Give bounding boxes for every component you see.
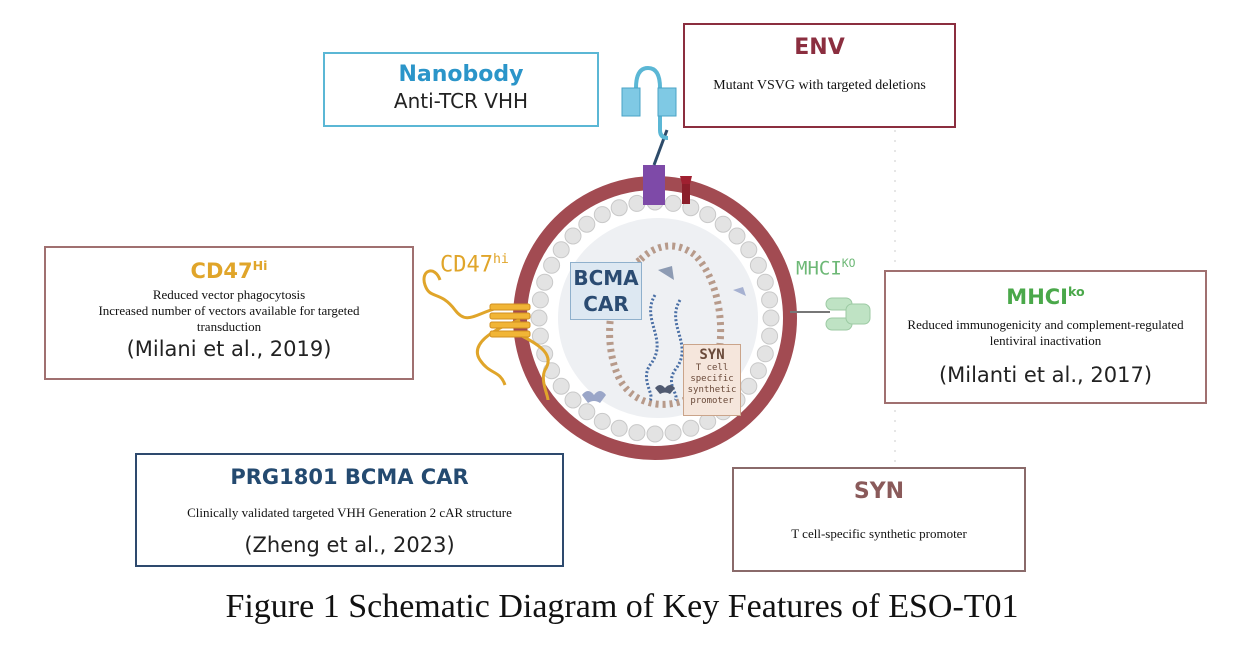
protein-icon: [582, 391, 606, 403]
lipid-bead: [628, 424, 646, 442]
syn-diagram-label: SYN T cell specific synthetic promoter: [683, 344, 741, 416]
syn-diagram-title: SYN: [699, 347, 725, 363]
lipid-bead: [564, 391, 582, 409]
syn-sub3: synthetic: [687, 385, 737, 395]
env-head: [680, 176, 692, 184]
lipid-bead: [593, 412, 611, 430]
bcma-line2: CAR: [583, 292, 629, 316]
lipid-bead: [749, 362, 767, 380]
lipid-bead: [646, 425, 664, 443]
lipid-bead: [628, 194, 646, 212]
syn-box: SYN T cell-specific synthetic promoter: [732, 467, 1026, 572]
cd47-line3: transduction: [196, 319, 262, 334]
syn-sub4: promoter: [690, 396, 734, 406]
cd47-diagram-text: CD47: [440, 252, 493, 278]
lipid-bead: [762, 309, 780, 327]
lipid-bead: [756, 273, 774, 291]
syn-sub2: specific: [690, 374, 734, 384]
lipid-bead: [578, 403, 596, 421]
prg-title: PRG1801 BCMA CAR: [230, 465, 469, 489]
prg-description: Clinically validated targeted VHH Genera…: [187, 505, 512, 520]
protein-icon: [733, 287, 746, 296]
cd47-transmembrane: [489, 303, 531, 338]
figure-caption: Figure 1 Schematic Diagram of Key Featur…: [225, 588, 1019, 625]
mhci-box: MHCIko Reduced immunogenicity and comple…: [884, 270, 1207, 404]
cd47-chain: [519, 333, 550, 401]
mhci-citation: (Milanti et al., 2017): [938, 363, 1153, 387]
helix-right: [669, 299, 684, 402]
cd47-line2: Increased number of vectors available fo…: [98, 303, 360, 318]
env-box: ENV Mutant VSVG with targeted deletions: [683, 23, 956, 128]
lipid-bead: [552, 241, 570, 259]
lipid-bead: [536, 273, 554, 291]
cd47-chain: [476, 318, 521, 386]
lipid-bead: [761, 291, 779, 309]
protein-icon: [658, 266, 674, 280]
syn-sub1: T cell: [695, 363, 729, 373]
lipid-bead: [740, 241, 758, 259]
env-description: Mutant VSVG with targeted deletions: [713, 78, 926, 93]
nanobody-loop: [634, 65, 669, 140]
cd47-title: CD47: [190, 259, 253, 283]
lipid-bead: [728, 227, 746, 245]
mhci-line2: lentiviral inactivation: [989, 333, 1102, 348]
lipid-bead: [610, 199, 628, 217]
syn-title: SYN: [853, 479, 905, 504]
nanobody-box: Nanobody Anti-TCR VHH: [323, 52, 599, 127]
syn-description: T cell-specific synthetic promoter: [791, 526, 967, 541]
cd47-citation: (Milani et al., 2019): [126, 337, 332, 361]
prg-box: PRG1801 BCMA CAR Clinically validated ta…: [135, 453, 564, 567]
lipid-bead: [531, 291, 549, 309]
nanobody-block-left: [621, 87, 641, 117]
lipid-bead: [749, 256, 767, 274]
cd47-chain: [422, 269, 521, 320]
lipid-bead: [552, 377, 570, 395]
env-stalk: [643, 165, 665, 205]
cd47-box: CD47Hi Reduced vector phagocytosis Incre…: [44, 246, 414, 380]
mhci-line1: Reduced immunogenicity and complement-re…: [907, 317, 1184, 332]
lipid-bead: [714, 215, 732, 233]
bcma-line1: BCMA: [573, 266, 639, 290]
env-glycoprotein: [682, 178, 690, 204]
lipid-bead: [564, 227, 582, 245]
mhci-title-wrap: MHCIko: [886, 284, 1205, 309]
nanobody-subtitle: Anti-TCR VHH: [393, 89, 529, 113]
lipid-bead: [610, 419, 628, 437]
protein-icon: [655, 385, 675, 394]
lipid-bead: [761, 327, 779, 345]
mhci-diagram-text: MHCI: [796, 257, 842, 280]
env-title: ENV: [794, 35, 845, 60]
mhci-diagram-label: MHCIKO: [796, 256, 855, 279]
lipid-bead: [740, 377, 758, 395]
nanobody-title: Nanobody: [398, 62, 524, 87]
lipid-bead: [578, 215, 596, 233]
cd47-title-sup: Hi: [252, 258, 268, 273]
lipid-bead: [699, 206, 717, 224]
lipid-bead: [530, 309, 548, 327]
lipid-bead: [543, 256, 561, 274]
cd47-line1: Reduced vector phagocytosis: [152, 287, 306, 302]
bcma-car-label: BCMA CAR: [570, 262, 642, 320]
lipid-bead: [664, 424, 682, 442]
lipid-bead: [756, 345, 774, 363]
mhci-diagram-sup: KO: [841, 256, 856, 270]
prg-citation: (Zheng et al., 2023): [244, 533, 455, 557]
mhci-molecule: [825, 297, 871, 331]
cd47-title-wrap: CD47Hi: [46, 258, 412, 283]
lipid-bead: [531, 327, 549, 345]
cd47-diagram-sup: hi: [492, 252, 509, 267]
mhci-title-sup: ko: [1068, 284, 1085, 299]
cd47-diagram-label: CD47hi: [440, 252, 509, 277]
lipid-bead: [682, 419, 700, 437]
nanobody-block-right: [657, 87, 677, 117]
helix-left: [644, 294, 659, 402]
lipid-bead: [593, 206, 611, 224]
mhci-title: MHCI: [1006, 285, 1068, 309]
lipid-bead: [664, 194, 682, 212]
